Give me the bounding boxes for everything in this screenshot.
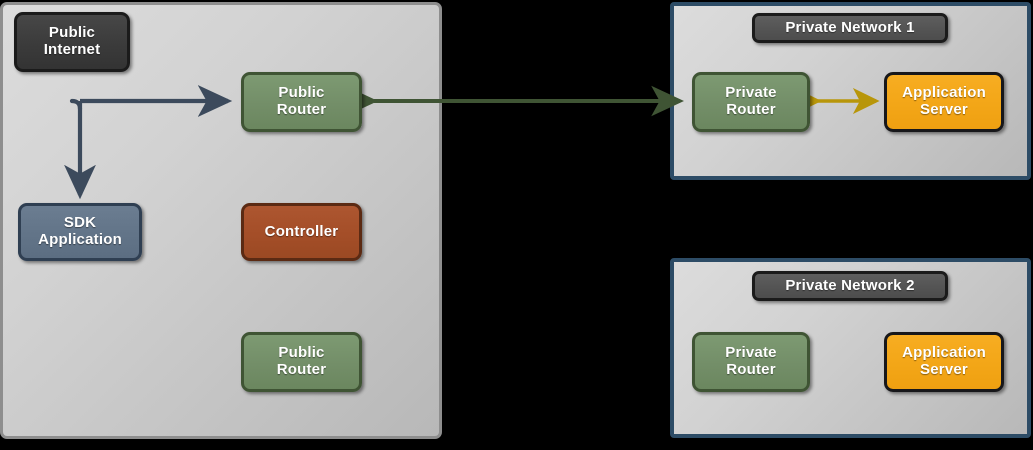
node-private-router-2-label-2: Router bbox=[726, 361, 776, 378]
node-public-router-2-label-2: Router bbox=[276, 361, 327, 378]
node-public-router-1[interactable]: Public Router bbox=[241, 72, 362, 132]
node-private-router-1[interactable]: Private Router bbox=[692, 72, 810, 132]
node-application-server-1-label-2: Server bbox=[920, 101, 968, 118]
node-public-internet[interactable]: Public Internet bbox=[14, 12, 130, 72]
node-private-router-1-label-2: Router bbox=[726, 101, 776, 118]
node-application-server-1-label-1: Application bbox=[902, 84, 986, 102]
node-application-server-2[interactable]: Application Server bbox=[884, 332, 1004, 392]
node-private-router-1-label-1: Private bbox=[725, 84, 777, 102]
node-controller[interactable]: Controller bbox=[241, 203, 362, 261]
node-public-router-1-label-1: Public bbox=[278, 84, 325, 102]
node-application-server-1[interactable]: Application Server bbox=[884, 72, 1004, 132]
node-sdk-application-label-2: Application bbox=[38, 231, 122, 248]
private-network-1-title-label: Private Network 1 bbox=[785, 18, 915, 36]
private-network-2-title-label: Private Network 2 bbox=[785, 276, 915, 294]
node-sdk-application[interactable]: SDK Application bbox=[18, 203, 142, 261]
node-application-server-2-label-2: Server bbox=[920, 361, 968, 378]
node-private-router-2[interactable]: Private Router bbox=[692, 332, 810, 392]
node-public-router-1-label-2: Router bbox=[276, 101, 327, 118]
node-public-router-2[interactable]: Public Router bbox=[241, 332, 362, 392]
node-public-internet-label-2: Internet bbox=[43, 41, 101, 58]
private-network-1-title: Private Network 1 bbox=[752, 13, 948, 43]
node-controller-label: Controller bbox=[264, 222, 339, 240]
node-private-router-2-label-1: Private bbox=[725, 344, 777, 362]
node-public-router-2-label-1: Public bbox=[278, 344, 325, 362]
node-sdk-application-label-1: SDK bbox=[63, 214, 97, 232]
private-network-2-title: Private Network 2 bbox=[752, 271, 948, 301]
node-public-internet-label-1: Public bbox=[48, 24, 96, 42]
node-application-server-2-label-1: Application bbox=[902, 344, 986, 362]
